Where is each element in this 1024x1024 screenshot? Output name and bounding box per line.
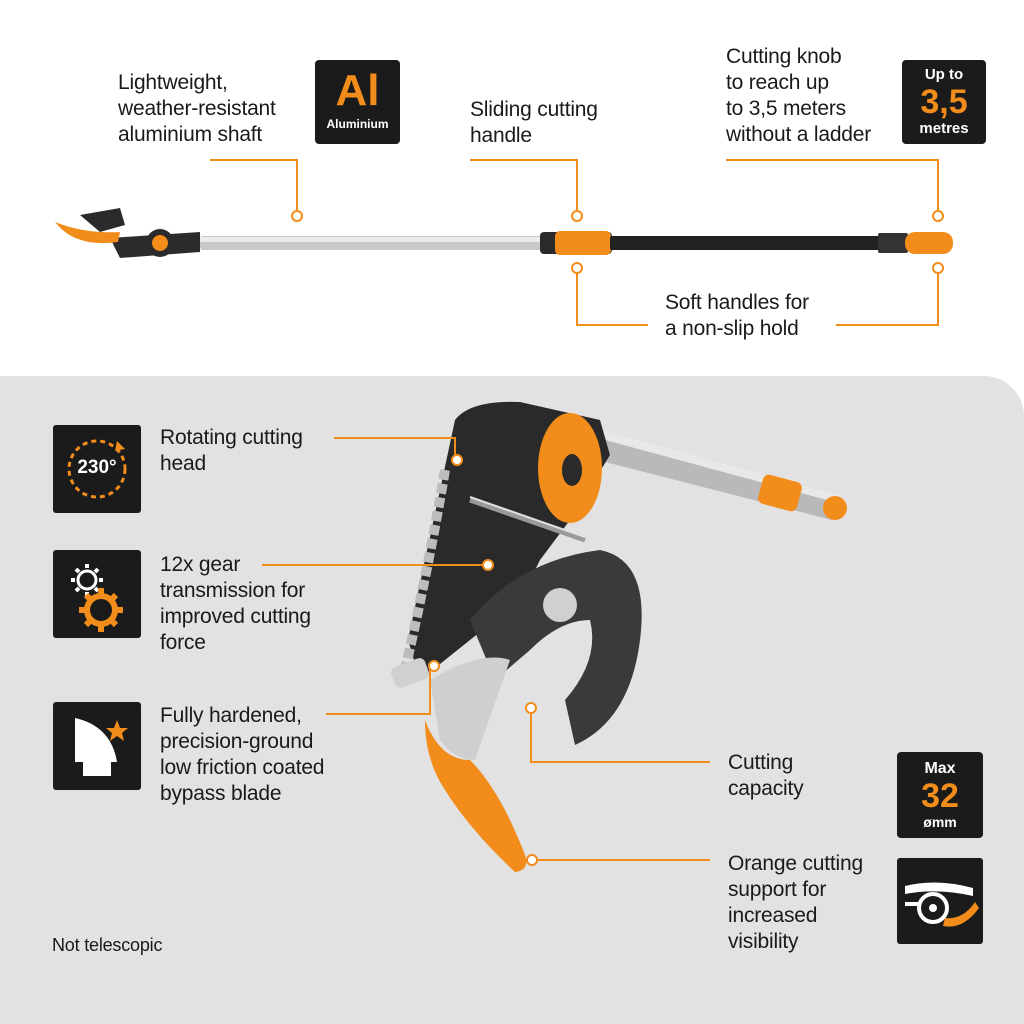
cutting-support-icon — [897, 858, 983, 944]
blade-label: Fully hardened, precision-ground low fri… — [160, 704, 325, 805]
shaft-label: Lightweight, weather-resistant aluminium… — [118, 71, 276, 146]
max-capacity-badge: Max 32 ømm — [897, 752, 983, 838]
aluminium-badge: Al Aluminium — [315, 60, 400, 144]
pruner-full-view — [55, 208, 953, 258]
rotation-230-icon: 230° — [53, 425, 141, 513]
blade-icon — [53, 702, 141, 790]
capacity-label: Cutting capacity — [728, 751, 804, 800]
not-telescopic-note: Not telescopic — [52, 935, 163, 955]
gear-label: 12x gear transmission for improved cutti… — [160, 553, 311, 654]
reach-badge: Up to 3,5 metres — [902, 60, 986, 144]
knob-label: Cutting knob to reach up to 3,5 meters w… — [726, 45, 872, 146]
handle-label: Sliding cutting handle — [470, 98, 598, 147]
cutting-head-closeup — [391, 401, 847, 872]
support-label: Orange cutting support for increased vis… — [728, 852, 863, 953]
gear-icon — [53, 550, 141, 638]
rotating-head-label: Rotating cutting head — [160, 426, 303, 475]
soft-handles-label: Soft handles for a non-slip hold — [665, 291, 809, 340]
